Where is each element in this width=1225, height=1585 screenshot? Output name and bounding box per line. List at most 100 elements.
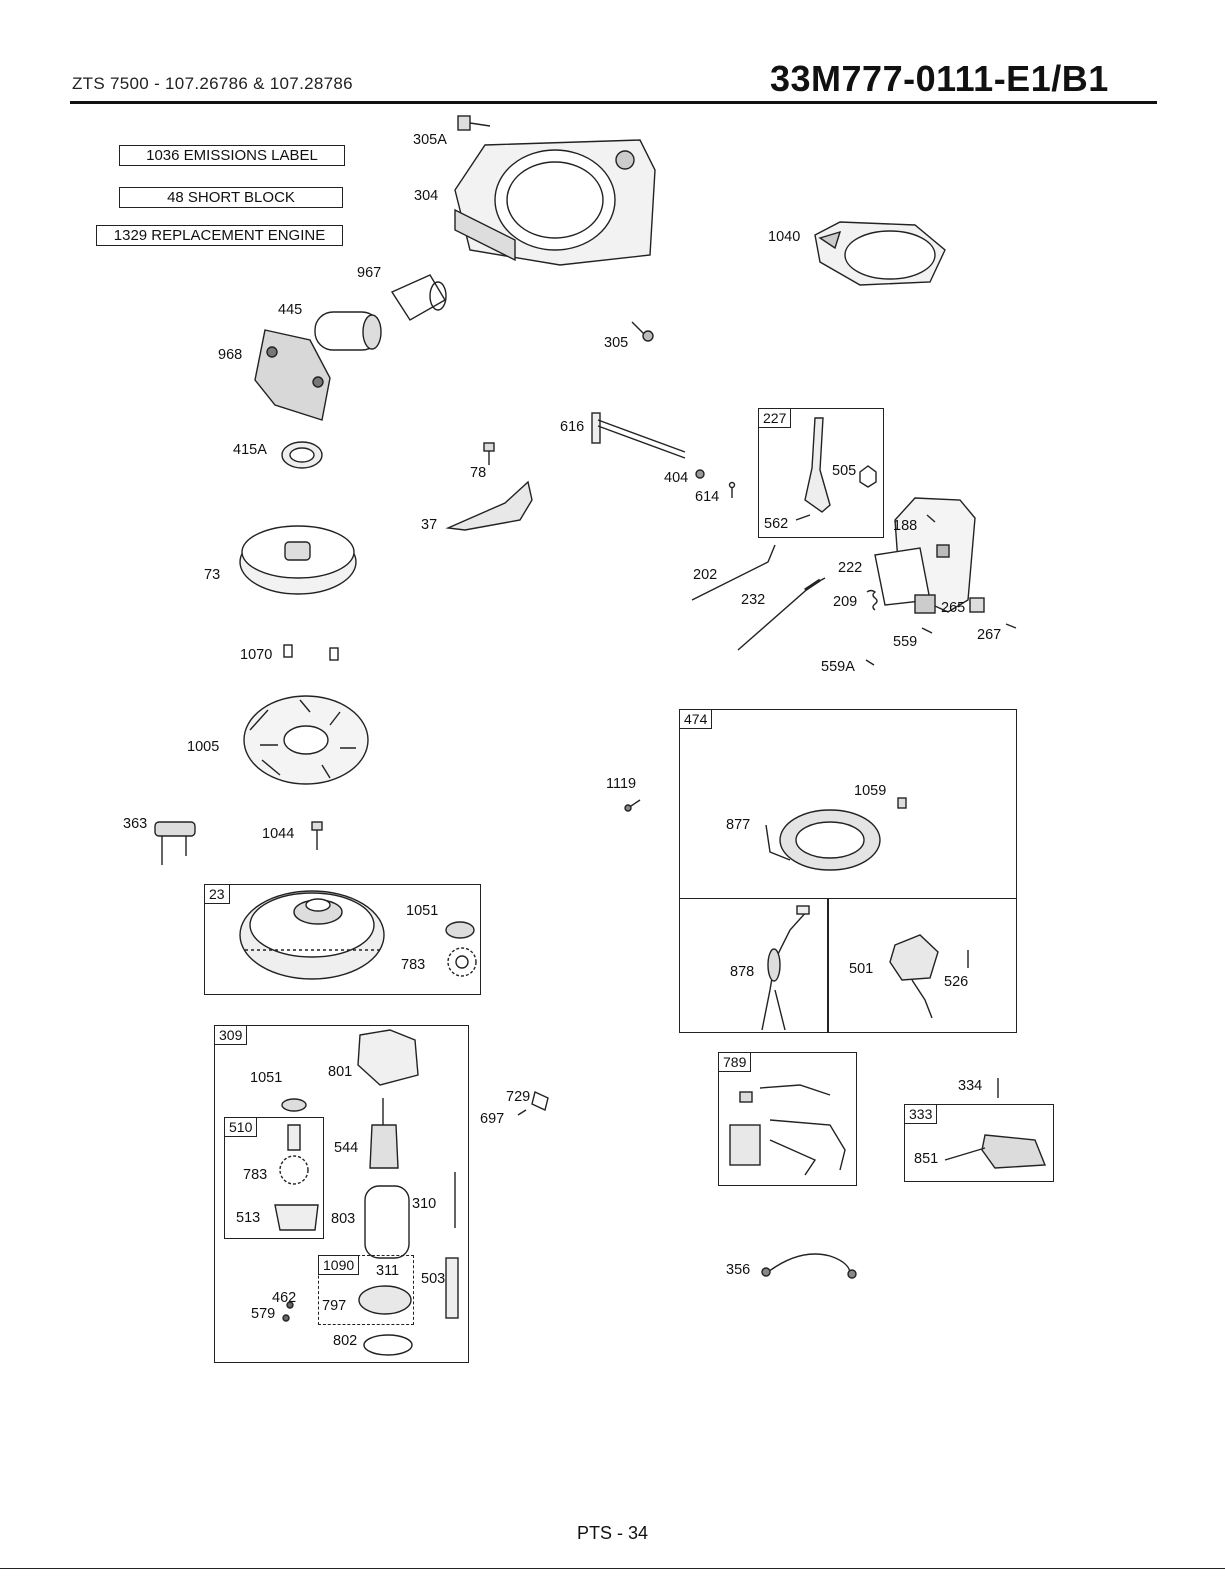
diagram-code: 33M777-0111-E1/B1 — [770, 58, 1109, 99]
legend-replacement-engine: 1329 REPLACEMENT ENGINE — [96, 225, 343, 246]
part-label-801: 801 — [328, 1064, 353, 1080]
bolt-1044-art — [311, 821, 323, 850]
kit-309-tag: 309 — [214, 1025, 248, 1045]
starter-309-art — [274, 1029, 549, 1356]
part-label-513: 513 — [236, 1210, 261, 1226]
kit-227-frame — [758, 408, 884, 538]
part-label-968: 968 — [218, 347, 243, 363]
part-label-1119: 1119 — [606, 776, 637, 792]
part-label-202: 202 — [693, 567, 718, 583]
part-label-1044: 1044 — [262, 826, 295, 842]
part-label-614: 614 — [695, 489, 720, 505]
model-number: ZTS 7500 - 107.26786 & 107.28786 — [72, 74, 353, 93]
part-label-851: 851 — [914, 1151, 939, 1167]
part-label-526: 526 — [944, 974, 969, 990]
legend-short-block: 48 SHORT BLOCK — [119, 187, 343, 208]
link-616-art — [591, 412, 686, 459]
part-label-803: 803 — [331, 1211, 356, 1227]
bolt-305-art — [631, 321, 654, 342]
kit-23-frame — [204, 884, 481, 995]
guard-37-art — [445, 480, 533, 531]
part-label-797: 797 — [322, 1298, 347, 1314]
screen-73-art — [239, 525, 357, 595]
part-label-877: 877 — [726, 817, 751, 833]
kit-510-frame — [224, 1117, 324, 1239]
kit-510-tag: 510 — [224, 1117, 258, 1137]
cover-1040-art — [814, 221, 946, 286]
part-label-311: 311 — [376, 1263, 400, 1279]
kit-789-tag: 789 — [718, 1052, 752, 1072]
part-label-305: 305 — [604, 335, 629, 351]
part-label-415a: 415A — [233, 442, 267, 458]
stator-1059-art — [765, 797, 907, 871]
rectifier-501-art — [889, 934, 969, 1019]
screw-305a-art — [457, 115, 491, 131]
part-label-188: 188 — [893, 518, 918, 534]
part-label-305a: 305A — [413, 132, 447, 148]
small-parts-404-614-art — [695, 469, 736, 498]
part-label-802: 802 — [333, 1333, 358, 1349]
kit-1090-tag: 1090 — [318, 1255, 360, 1275]
control-bracket-art — [874, 497, 976, 614]
part-label-1051-a: 1051 — [406, 903, 439, 919]
filter-445-art — [314, 311, 382, 351]
part-label-505: 505 — [832, 463, 857, 479]
part-label-562: 562 — [764, 516, 789, 532]
part-label-559: 559 — [893, 634, 918, 650]
flywheel-23-art — [239, 890, 385, 980]
part-label-1070: 1070 — [240, 647, 273, 663]
kit-333-tag: 333 — [904, 1104, 938, 1124]
part-label-616: 616 — [560, 419, 585, 435]
part-label-267: 267 — [977, 627, 1002, 643]
harness-878-art — [761, 905, 810, 1031]
header-rule — [70, 101, 1157, 104]
part-label-445: 445 — [278, 302, 303, 318]
kit-333-frame — [904, 1104, 1054, 1182]
part-label-1040: 1040 — [768, 229, 801, 245]
legend-emissions-label: 1036 EMISSIONS LABEL — [119, 145, 345, 166]
linkage-rods-art — [691, 544, 826, 651]
screw-1119-art — [624, 799, 641, 812]
part-label-334: 334 — [958, 1078, 983, 1094]
part-label-967: 967 — [357, 265, 382, 281]
part-label-462: 462 — [272, 1290, 297, 1306]
kit-309-frame — [214, 1025, 469, 1363]
part-label-878: 878 — [730, 964, 755, 980]
kit-1090-frame — [318, 1255, 414, 1325]
part-label-783-b: 783 — [243, 1167, 268, 1183]
part-label-729: 729 — [506, 1089, 531, 1105]
sleeve-967-art — [390, 274, 447, 321]
part-label-697: 697 — [480, 1111, 505, 1127]
ignition-coil-333-art — [944, 1078, 1047, 1169]
part-label-37: 37 — [421, 517, 438, 533]
pins-1070-art — [283, 644, 339, 661]
part-label-1051-b: 1051 — [250, 1070, 283, 1086]
kit-474-sub-right — [827, 898, 1017, 1033]
part-label-579: 579 — [251, 1306, 276, 1322]
part-label-310: 310 — [412, 1196, 437, 1212]
part-label-559a: 559A — [821, 659, 855, 675]
part-label-1059: 1059 — [854, 783, 887, 799]
kit-474-sub-left — [679, 898, 829, 1033]
part-label-363: 363 — [123, 816, 148, 832]
kit-227-tag: 227 — [758, 408, 792, 428]
page-number: PTS - 34 — [576, 1523, 649, 1543]
ground-wire-356-art — [761, 1253, 857, 1279]
part-label-209: 209 — [833, 594, 858, 610]
part-label-73: 73 — [204, 567, 221, 583]
lever-227-art — [795, 417, 877, 521]
part-label-1005: 1005 — [187, 739, 220, 755]
harness-789-art — [729, 1084, 846, 1176]
kit-474-tag: 474 — [679, 709, 713, 729]
holder-363-art — [154, 821, 196, 865]
part-label-501: 501 — [849, 961, 874, 977]
screw-78-art — [483, 442, 495, 465]
cap-415a-art — [281, 441, 323, 469]
part-label-503: 503 — [421, 1271, 446, 1287]
fan-1005-art — [243, 695, 369, 785]
small-parts-209-265-art — [865, 589, 1017, 666]
part-label-232: 232 — [741, 592, 766, 608]
part-label-544: 544 — [334, 1140, 359, 1156]
part-label-304: 304 — [414, 188, 439, 204]
